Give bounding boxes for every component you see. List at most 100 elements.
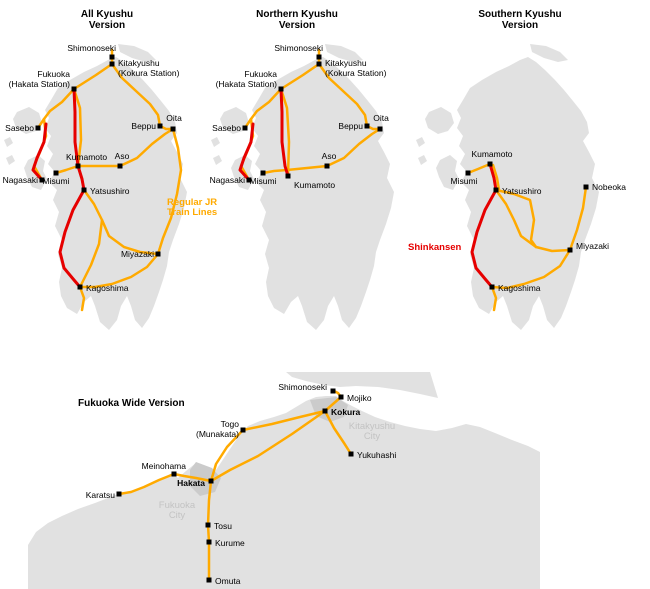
karatsu-station-marker [116, 491, 122, 497]
kitakyushu-kokura-station-station-label: Kitakyushu(Kokura Station) [325, 58, 387, 78]
miyazaki-station-label: Miyazaki [576, 241, 609, 251]
jr-line-miyazaki-kagoshima [78, 252, 160, 289]
beppu-station-label: Beppu [131, 121, 156, 131]
kyushu-west1 [436, 155, 459, 190]
kumamoto-station-marker [487, 161, 493, 167]
jr-line-kokura-yukuhashi [323, 409, 353, 456]
jr-line-inland-kagoshima [78, 218, 104, 289]
panel-fukuoka-wide: ShimonosekiMojikoKokuraTogo(Munakata)Yuk… [28, 372, 540, 589]
yukuhashi-station-label: Yukuhashi [357, 450, 396, 460]
yatsushiro-station-marker [81, 187, 87, 193]
nagasaki-station-label: Nagasaki [3, 175, 39, 185]
jr-line-mojiko-kokura [323, 395, 343, 413]
jr-line-hakata-kumamoto [279, 87, 291, 178]
kurume-station-marker [206, 539, 212, 545]
fukuoka-hakata-station-station-marker [71, 86, 77, 92]
miyazaki-station-label: Miyazaki [121, 249, 154, 259]
jr-line-kokura-beppu-oita [317, 62, 382, 131]
jr-line-oita-miyazaki-coast [156, 127, 183, 256]
hakata-station-marker [208, 478, 214, 484]
kyushu-west2 [13, 107, 42, 134]
jr-line-meinohama-karatsu [117, 472, 176, 496]
kitakyushu-kokura-station-station-marker [109, 61, 115, 67]
jr-line-hakata-sasebo [243, 87, 283, 130]
misumi-station-marker [260, 170, 266, 176]
shinkansen-label: Shinkansen [408, 242, 462, 253]
honshu-small [118, 44, 156, 62]
kagoshima-station-label: Kagoshima [86, 283, 129, 293]
shinkansen-nagasaki [31, 122, 48, 182]
jr-line-hakata-tosu [206, 479, 213, 527]
shinkansen-nagasaki [238, 122, 255, 182]
misumi-station-marker [53, 170, 59, 176]
oita-station-marker [377, 126, 383, 132]
hakata-station-label: Hakata [177, 478, 205, 488]
jr-line-inland-loop [494, 188, 538, 249]
jr-line-kokura-beppu-oita [110, 62, 175, 131]
fukuoka-hakata-station-station-marker [278, 86, 284, 92]
jr-line-kumamoto-aso-oita [76, 127, 175, 168]
shimonoseki-station-label: Shimonoseki [278, 382, 327, 392]
kumamoto-station-label: Kumamoto [294, 180, 335, 190]
yukuhashi-station-marker [348, 451, 354, 457]
shimonoseki-station-marker [316, 54, 322, 60]
sasebo-station-marker [242, 125, 248, 131]
togo-munakata-station-marker [240, 427, 246, 433]
shimonoseki-station-marker [330, 388, 336, 394]
jr-line-kagoshima-south [78, 285, 86, 312]
nagasaki-station-marker [246, 177, 252, 183]
miyazaki-station-marker [567, 247, 573, 253]
mojiko-station-marker [338, 394, 344, 400]
sasebo-station-label: Sasebo [212, 123, 241, 133]
jr-line-kumamoto-yatsushiro [491, 163, 501, 192]
jr-line-kumamoto-misumi [54, 164, 80, 175]
jr-line-kokura-hakata-inland [209, 409, 327, 483]
shinkansen-kumamoto-kagoshima [470, 162, 498, 289]
oita-station-label: Oita [166, 113, 182, 123]
yatsushiro-station-label: Yatsushiro [90, 186, 130, 196]
mojiko-station-label: Mojiko [347, 393, 372, 403]
oita-station-marker [170, 126, 176, 132]
kumamoto-station-marker [285, 173, 291, 179]
jr-line-miyazaki-kagoshima [490, 248, 572, 290]
misumi-station-label: Misumi [451, 176, 478, 186]
jr-line-kagoshima-south [490, 285, 498, 312]
fukuoka-honshu [286, 372, 438, 398]
honshu-small [325, 44, 363, 62]
aso-station-marker [117, 163, 123, 169]
tosu-station-label: Tosu [214, 521, 232, 531]
miyazaki-station-marker [155, 251, 161, 257]
jr-line-hakata-kumamoto [72, 87, 83, 168]
shimonoseki-station-marker [109, 54, 115, 60]
honshu-small [530, 44, 568, 62]
sasebo-station-label: Sasebo [5, 123, 34, 133]
kyushu-islets [416, 137, 427, 165]
omuta-station-label: Omuta [215, 576, 241, 586]
shimonoseki-station-label: Shimonoseki [67, 43, 116, 53]
jr-line-tosu-kurume [206, 523, 211, 544]
aso-station-label: Aso [322, 151, 337, 161]
aso-station-label: Aso [115, 151, 130, 161]
fukuoka-land [28, 396, 540, 589]
nobeoka-station-marker [583, 184, 589, 190]
shinkansen-hakata-kumamoto [72, 87, 80, 168]
aso-station-marker [324, 163, 330, 169]
togo-munakata-station-label: Togo(Munakata) [196, 419, 239, 439]
kyushu-west2 [220, 107, 249, 134]
jr-line-yatsushiro-miyazaki [494, 188, 572, 253]
meinohama-station-marker [171, 471, 177, 477]
shimonoseki-station-label: Shimonoseki [274, 43, 323, 53]
misumi-station-label: Misumi [43, 176, 70, 186]
kyushu-west2 [425, 107, 454, 134]
fukuoka-hakata-station-station-label: Fukuoka(Hakata Station) [216, 69, 278, 89]
kagoshima-station-label: Kagoshima [498, 283, 541, 293]
misumi-station-marker [465, 170, 471, 176]
kitakyushu-kokura-station-station-marker [316, 61, 322, 67]
jr-line-kumamoto-aso-oita [285, 127, 382, 172]
